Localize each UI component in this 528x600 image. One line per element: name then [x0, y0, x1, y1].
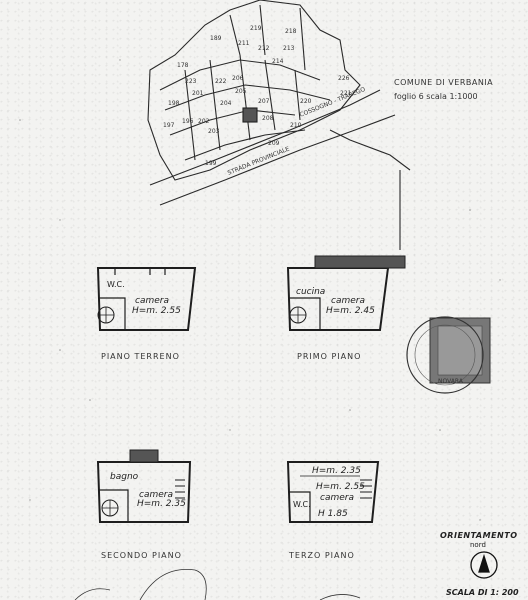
floor-title-terzo: TERZO PIANO [289, 551, 355, 560]
parcel-number: 203 [208, 128, 220, 135]
parcel-number: 208 [262, 115, 274, 122]
north-arrow-icon [470, 551, 498, 579]
orientamento-label: ORIENTAMENTO [440, 531, 518, 540]
floor-title-secondo: SECONDO PIANO [101, 551, 182, 560]
parcel-number: 219 [250, 25, 262, 32]
room-height: H=m. 2.35 [137, 499, 186, 509]
parcel-number: 207 [258, 98, 270, 105]
bottom-marks [74, 568, 361, 600]
floor-title-terreno: PIANO TERRENO [101, 352, 180, 361]
parcel-number: 205 [235, 88, 247, 95]
room-height: H=m. 2.35 [312, 466, 361, 476]
parcel-number: 178 [177, 62, 189, 69]
room-label-camera: camera [331, 296, 365, 306]
room-label-cucina: cucina [296, 287, 326, 297]
room-label-camera: camera [139, 490, 173, 500]
parcel-number: 198 [168, 100, 180, 107]
nord-label: nord [470, 541, 486, 549]
room-label-camera: camera [135, 296, 169, 306]
plan-piano-terreno [96, 267, 197, 331]
parcel-number: 204 [220, 100, 232, 107]
plan-terzo-piano [286, 461, 380, 523]
floor-title-primo: PRIMO PIANO [297, 352, 362, 361]
room-height: H=m. 2.45 [326, 306, 375, 316]
parcel-number: 214 [272, 58, 284, 65]
parcel-number: 211 [238, 40, 250, 47]
room-label-bagno: bagno [110, 472, 139, 482]
scan-noise [19, 59, 501, 521]
parcel-number: 189 [210, 35, 222, 42]
plan-secondo-piano [96, 449, 192, 523]
parcel-number: 223 [185, 78, 197, 85]
revenue-stamp [406, 316, 491, 394]
stamp-label: NOVARA [438, 378, 463, 385]
room-height: H=m. 2.55 [316, 482, 365, 492]
room-height: H 1.85 [318, 509, 348, 519]
parcel-number: 201 [192, 90, 204, 97]
parcel-number: 197 [163, 122, 175, 129]
parcel-number: 212 [258, 45, 270, 52]
parcel-number: 206 [232, 75, 244, 82]
plan-primo-piano [286, 255, 406, 331]
parcel-number: 222 [215, 78, 227, 85]
parcel-number: 213 [283, 45, 295, 52]
comune-label: COMUNE DI VERBANIA [394, 78, 494, 87]
cadastral-map [147, 0, 411, 250]
foglio-label: foglio 6 scala 1:1000 [394, 92, 478, 101]
parcel-number: 226 [338, 75, 350, 82]
parcel-number: 221 [340, 90, 352, 97]
parcel-number: 196 [182, 118, 194, 125]
parcel-number: 218 [285, 28, 297, 35]
room-label-wc: W.C. [293, 500, 311, 509]
parcel-number: 210 [290, 122, 302, 129]
parcel-number: 209 [268, 140, 280, 147]
parcel-number: 220 [300, 98, 312, 105]
parcel-number: 199 [205, 160, 217, 167]
scala-label: SCALA DI 1: 200 [446, 588, 519, 597]
room-label-camera: camera [320, 493, 354, 503]
room-height: H=m. 2.55 [132, 306, 181, 316]
room-label-wc: W.C. [107, 280, 125, 289]
parcel-number: 202 [198, 118, 210, 125]
